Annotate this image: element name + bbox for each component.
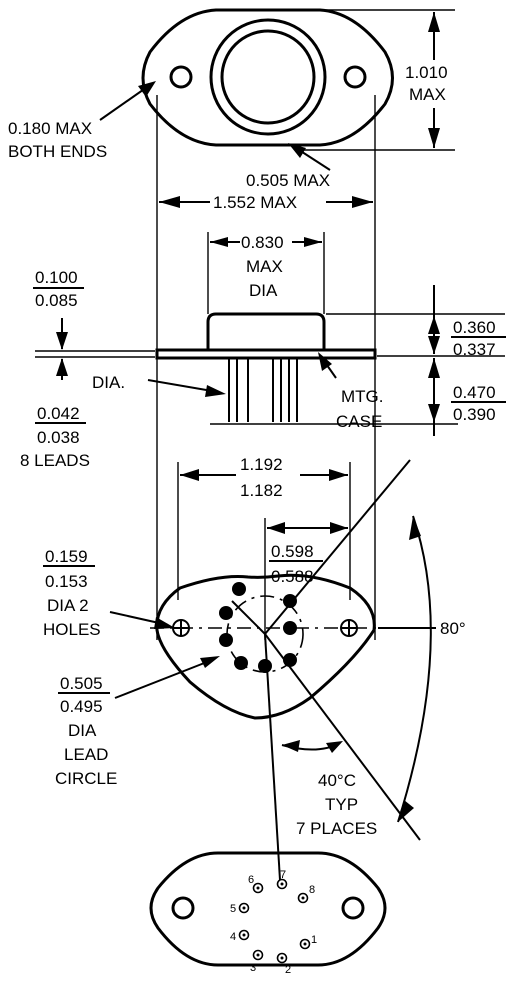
pin-label-3: 3 xyxy=(250,962,256,974)
top-mount-hole-right xyxy=(343,65,367,89)
dim-flange-ends: BOTH ENDS xyxy=(8,142,107,161)
pin-view-flange-outline xyxy=(149,851,387,967)
dim-cap-height-bot: 0.337 xyxy=(453,340,496,359)
dim-flange-max: 0.180 MAX xyxy=(8,119,92,138)
dim-circle-bot: 0.495 xyxy=(60,697,103,716)
dim-cap-dia-max: MAX xyxy=(246,257,283,276)
top-can-outer xyxy=(209,18,327,136)
pin-number-labels: 1 2 3 4 5 6 7 8 xyxy=(230,869,317,976)
dim-cap-dia-dia: DIA xyxy=(249,281,278,300)
dim-hole-dia-top: 0.159 xyxy=(45,547,88,566)
dim-height-max: MAX xyxy=(409,85,446,104)
pin-label-4: 4 xyxy=(230,931,236,943)
mounting-flange-profile xyxy=(155,348,377,360)
side-view xyxy=(35,95,505,640)
pin-label-5: 5 xyxy=(230,903,236,915)
dim-half-space-top: 0.598 xyxy=(271,542,314,561)
bottom-view xyxy=(109,459,440,881)
dim-hole-space-top: 1.192 xyxy=(240,455,283,474)
top-can-inner xyxy=(220,29,316,125)
dim-width-max: 1.552 MAX xyxy=(213,193,297,212)
dim-flange-thk-bot: 0.085 xyxy=(35,291,78,310)
dim-circle-l1: DIA xyxy=(68,721,97,740)
label-case: CASE xyxy=(336,412,382,431)
angle-40-places: 7 PLACES xyxy=(296,819,377,838)
dim-hole-dia-l2: HOLES xyxy=(43,620,101,639)
dimension-labels: 1.010 MAX 0.180 MAX BOTH ENDS 0.505 MAX … xyxy=(8,63,506,838)
dim-circle-top: 0.505 xyxy=(60,674,103,693)
dim-hole-dia-l1: DIA 2 xyxy=(47,596,89,615)
dim-lead-dia-bot: 0.038 xyxy=(37,428,80,447)
dim-hole-space-bot: 1.182 xyxy=(240,481,283,500)
angle-80: 80° xyxy=(440,619,466,638)
pin-label-2: 2 xyxy=(285,964,291,976)
top-view xyxy=(99,8,455,171)
dim-lead-len-bot: 0.390 xyxy=(453,405,496,424)
pin-label-8: 8 xyxy=(309,884,315,896)
dim-cap-height-top: 0.360 xyxy=(453,318,496,337)
dim-flange-thk-top: 0.100 xyxy=(35,268,78,287)
dim-lead-dia-top: 0.042 xyxy=(37,404,80,423)
dim-radius-max: 0.505 MAX xyxy=(246,171,330,190)
dim-lead-dia-label: DIA. xyxy=(92,373,125,392)
dim-half-space-bot: 0.588 xyxy=(271,567,314,586)
pin-numbering-view xyxy=(149,851,387,967)
pin-markers xyxy=(238,878,311,964)
dim-lead-len-top: 0.470 xyxy=(453,383,496,402)
label-mtg: MTG. xyxy=(341,387,384,406)
pin-label-7: 7 xyxy=(280,869,286,881)
dim-circle-l2: LEAD xyxy=(64,745,108,764)
angle-40: 40°C xyxy=(318,771,356,790)
dim-hole-dia-bot: 0.153 xyxy=(45,572,88,591)
bottom-flange-outline xyxy=(155,573,376,720)
dim-circle-l3: CIRCLE xyxy=(55,769,117,788)
can-cap-profile xyxy=(206,312,326,350)
pin-label-1: 1 xyxy=(311,934,317,946)
top-flange-outline xyxy=(141,8,394,147)
pin-label-6: 6 xyxy=(248,874,254,886)
angle-40-typ: TYP xyxy=(325,795,358,814)
dim-height-value: 1.010 xyxy=(405,63,448,82)
top-mount-hole-left xyxy=(169,65,193,89)
dim-lead-count: 8 LEADS xyxy=(20,451,90,470)
lead-wires xyxy=(228,358,298,422)
dim-cap-dia-value: 0.830 xyxy=(241,233,284,252)
